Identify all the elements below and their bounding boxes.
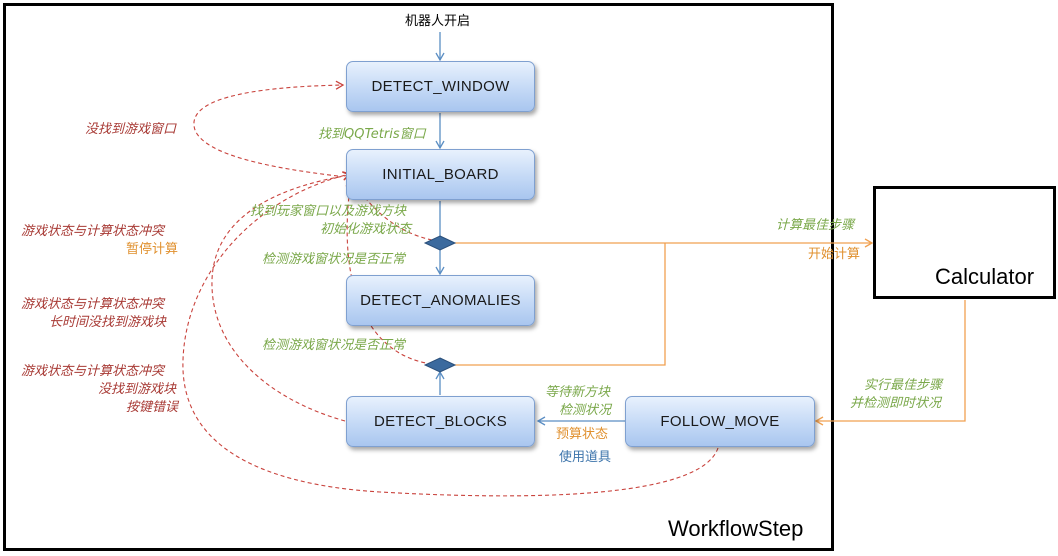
calculator-frame bbox=[873, 186, 1056, 299]
label-start-calc: 开始计算 bbox=[808, 247, 861, 262]
edge-decision-2-to-calculator bbox=[455, 243, 666, 366]
label-wait-new-2: 检测状况 bbox=[559, 403, 612, 418]
label-conflict-key-3: 按键错误 bbox=[126, 400, 179, 415]
calculator-title: Calculator bbox=[935, 264, 1035, 289]
edge-follow-move-to-initial-board bbox=[182, 171, 719, 497]
edge-calculator-to-follow-move bbox=[814, 300, 966, 426]
label-conflict-long-1: 游戏状态与计算状态冲突 bbox=[21, 297, 165, 312]
workflow-step-title: WorkflowStep bbox=[668, 516, 804, 541]
label-exec-best-1: 实行最佳步骤 bbox=[864, 378, 943, 393]
label-exec-best-2: 并检测即时状况 bbox=[850, 396, 942, 411]
state-follow-move: FOLLOW_MOVE bbox=[625, 396, 815, 447]
edge-loop-not-found-window bbox=[193, 80, 345, 177]
label-conflict-key-2: 没找到游戏块 bbox=[98, 382, 177, 397]
label-wait-new-1: 等待新方块 bbox=[545, 385, 611, 400]
label-conflict-pause-2: 暂停计算 bbox=[126, 242, 179, 257]
label-check-normal-1: 检测游戏窗状况是否正常 bbox=[262, 252, 406, 267]
decision-diamond-2 bbox=[423, 357, 457, 373]
decision-diamond-1 bbox=[423, 235, 457, 251]
label-not-found-window: 没找到游戏窗口 bbox=[85, 122, 177, 137]
state-initial-board: INITIAL_BOARD bbox=[346, 149, 535, 200]
state-detect-anomalies: DETECT_ANOMALIES bbox=[346, 275, 535, 326]
label-conflict-key-1: 游戏状态与计算状态冲突 bbox=[21, 364, 165, 379]
label-conflict-long-2: 长时间没找到游戏块 bbox=[49, 315, 167, 330]
label-start: 机器人开启 bbox=[405, 14, 471, 29]
state-detect-window: DETECT_WINDOW bbox=[346, 61, 535, 112]
label-conflict-pause-1: 游戏状态与计算状态冲突 bbox=[21, 224, 165, 239]
label-predict-state: 预算状态 bbox=[556, 427, 609, 442]
state-detect-blocks: DETECT_BLOCKS bbox=[346, 396, 535, 447]
label-calc-best: 计算最佳步骤 bbox=[776, 218, 855, 233]
label-found-player-1: 找到玩家窗口以及游戏方块 bbox=[250, 204, 407, 219]
label-check-normal-2: 检测游戏窗状况是否正常 bbox=[262, 338, 406, 353]
label-use-item: 使用道具 bbox=[559, 450, 612, 465]
label-found-player-2: 初始化游戏状态 bbox=[320, 222, 412, 237]
label-found-window: 找到QQTetris窗口 bbox=[318, 127, 426, 142]
